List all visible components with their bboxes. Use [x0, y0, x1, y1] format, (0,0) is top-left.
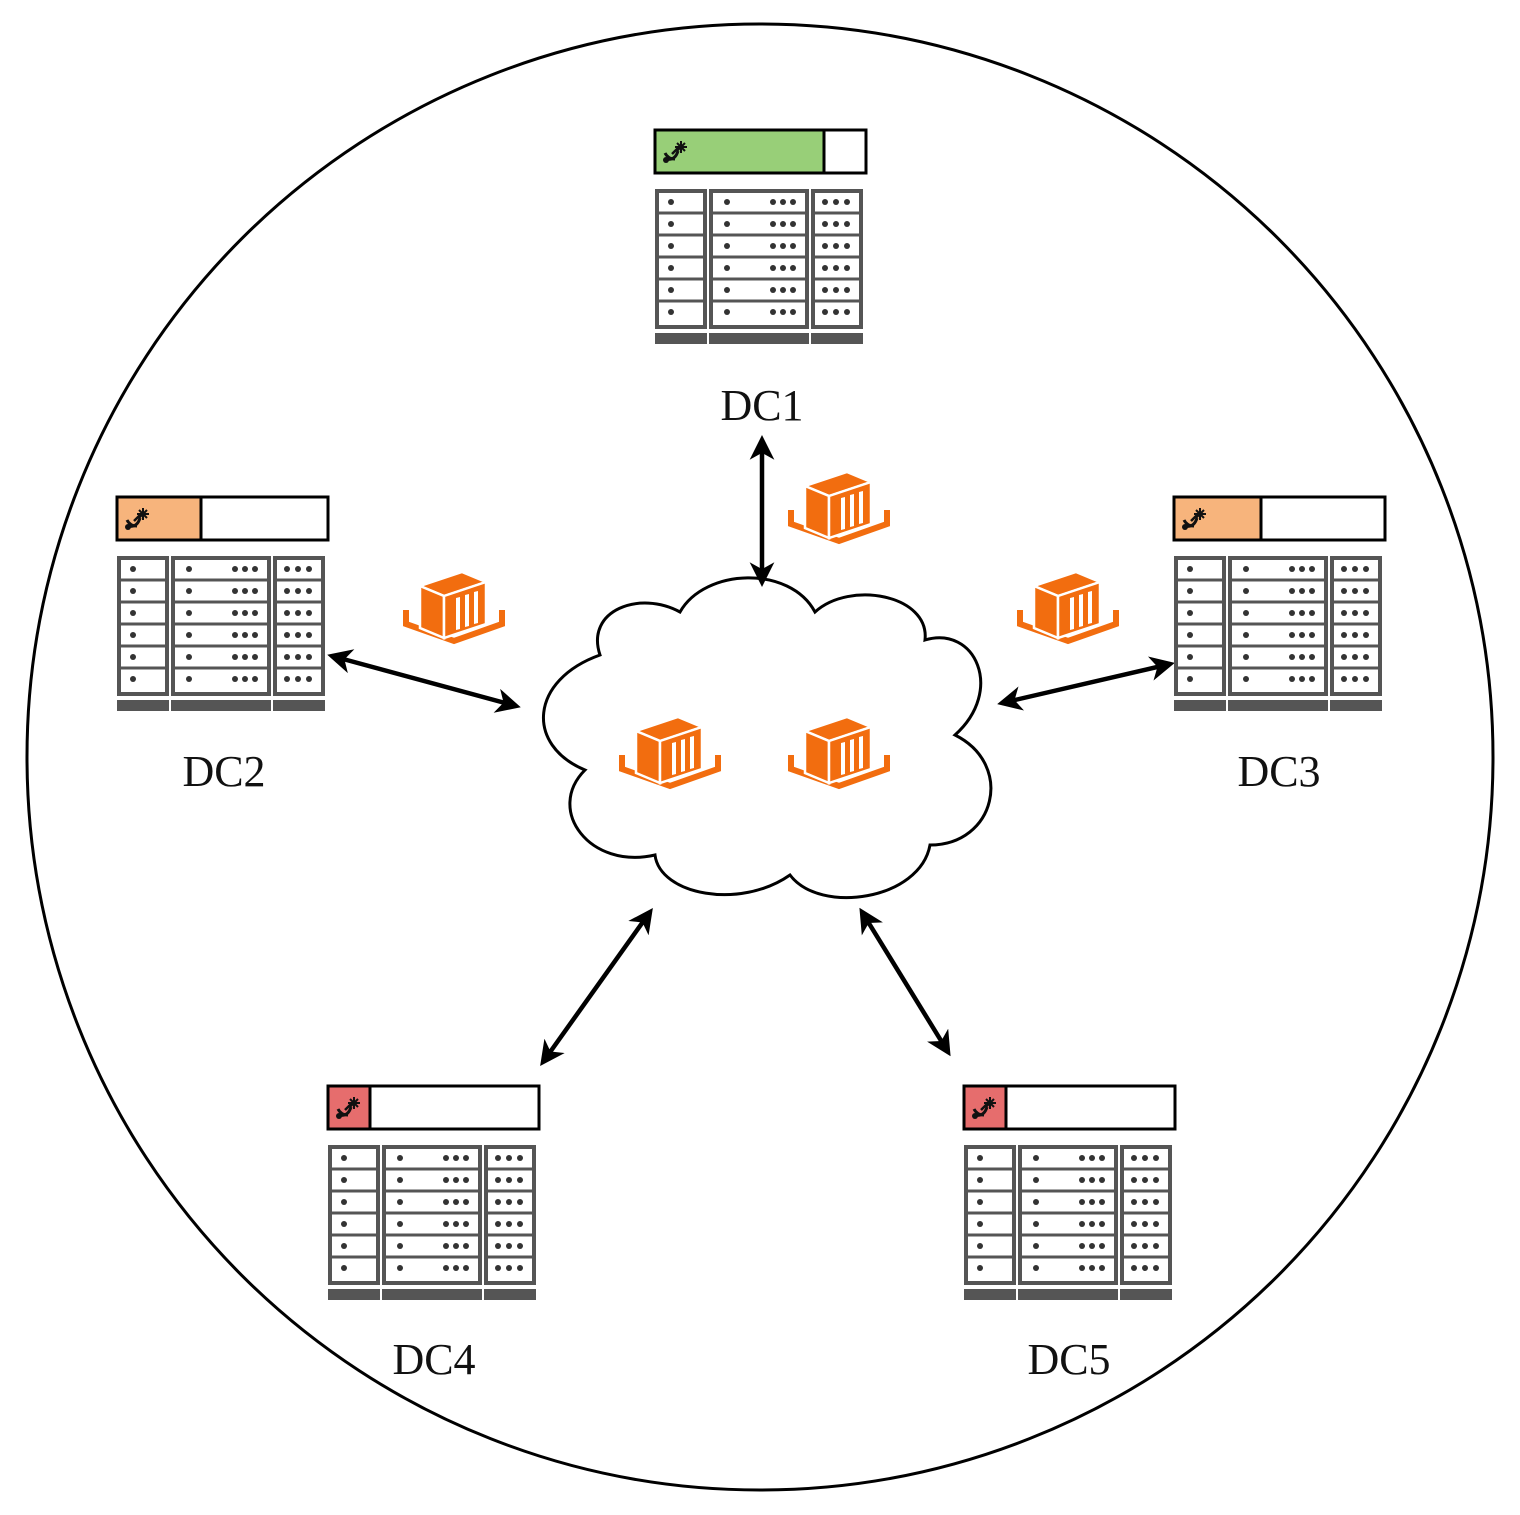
load-bar-fill-dc4	[326, 1084, 372, 1131]
datacenter-dc2: DC2	[115, 495, 330, 796]
load-bar-fill-dc2	[115, 495, 203, 542]
datacenter-dc4: DC4	[326, 1084, 541, 1384]
server-rack-icon	[115, 556, 327, 713]
dc-label-dc5: DC5	[1027, 1335, 1110, 1384]
link-dc5-double-arrow-icon	[859, 907, 951, 1057]
load-bar-fill-dc3	[1172, 495, 1263, 542]
server-rack-icon	[326, 1145, 538, 1302]
server-rack-icon	[653, 189, 865, 346]
link-dc2-double-arrow-icon	[327, 649, 521, 713]
load-bar-fill-dc1	[653, 128, 826, 175]
link-dc3-double-arrow-icon	[997, 656, 1175, 711]
links	[327, 435, 1175, 1067]
datacenter-dc1: DC1	[653, 128, 868, 430]
datacenter-dc3: DC3	[1172, 495, 1387, 796]
link-dc4-double-arrow-icon	[540, 907, 653, 1067]
cloud-icon	[541, 576, 993, 900]
datacenter-dc5: DC5	[962, 1084, 1177, 1384]
dc-label-dc3: DC3	[1237, 747, 1320, 796]
server-rack-icon	[962, 1145, 1174, 1302]
dc-label-dc4: DC4	[392, 1335, 475, 1384]
server-rack-icon	[1172, 556, 1384, 713]
dc-label-dc2: DC2	[182, 747, 265, 796]
dc-label-dc1: DC1	[720, 381, 803, 430]
